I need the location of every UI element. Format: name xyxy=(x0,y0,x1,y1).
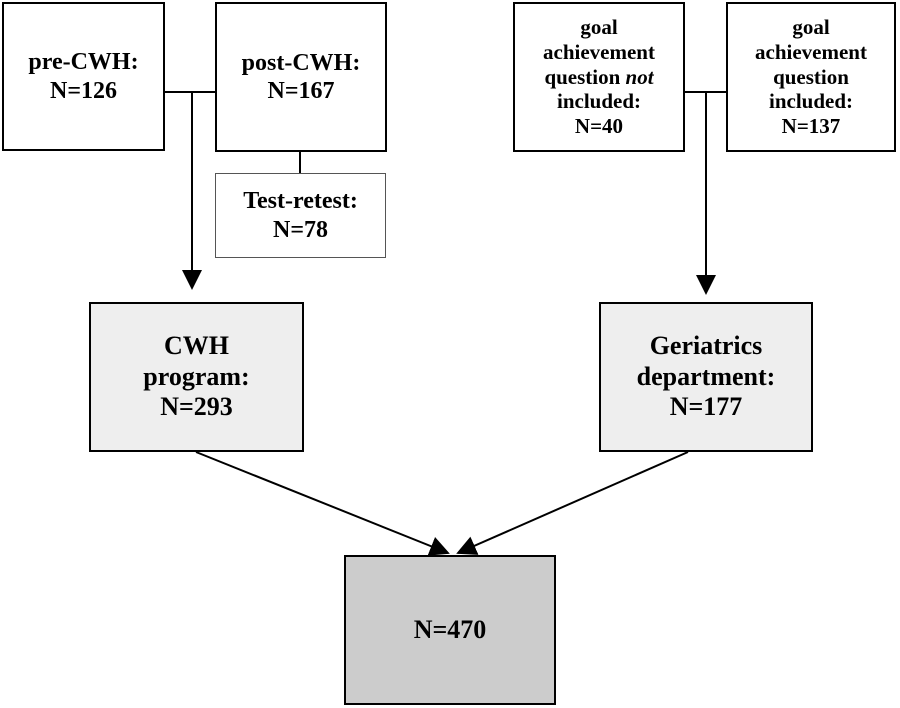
post-cwh-box: post-CWH: N=167 xyxy=(215,2,387,152)
post-cwh-label: post-CWH: xyxy=(241,49,361,76)
goal-inc-line4: included: xyxy=(768,89,854,114)
goal-not-count: N=40 xyxy=(574,114,624,139)
geriatrics-to-total-arrow xyxy=(456,451,689,555)
goal-not-line2: achievement xyxy=(543,39,655,64)
goal-not-line4: included: xyxy=(556,89,642,114)
geriatrics-line1: Geriatrics xyxy=(649,330,763,360)
goal-inc-line3: question xyxy=(773,64,849,89)
total-box: N=470 xyxy=(344,555,556,705)
goal-not-line1: goal xyxy=(580,15,618,40)
pre-cwh-label: pre-CWH: xyxy=(28,49,139,76)
goal-inc-line1: goal xyxy=(792,15,830,40)
total-count: N=470 xyxy=(413,614,487,644)
geriatrics-count: N=177 xyxy=(669,392,743,422)
pre-cwh-box: pre-CWH: N=126 xyxy=(2,2,165,151)
goal-not-emphasis: not xyxy=(625,64,654,89)
geriatrics-line2: department: xyxy=(636,361,776,391)
test-retest-box: Test-retest: N=78 xyxy=(215,173,386,258)
goal-not-included-box: goal achievement question not included: … xyxy=(513,2,685,152)
test-retest-count: N=78 xyxy=(272,216,328,243)
goal-not-line3-question: question xyxy=(544,64,626,89)
cwh-program-line2: program: xyxy=(143,361,250,391)
cwh-program-line1: CWH xyxy=(163,330,229,360)
post-cwh-count: N=167 xyxy=(267,78,335,104)
goal-not-line3: question not xyxy=(543,65,655,90)
goal-inc-line2: achievement xyxy=(755,39,867,64)
geriatrics-box: Geriatrics department: N=177 xyxy=(599,302,813,452)
pre-cwh-count: N=126 xyxy=(49,77,117,104)
test-retest-label: Test-retest: xyxy=(243,188,358,215)
cwh-program-count: N=293 xyxy=(160,392,233,422)
goal-inc-count: N=137 xyxy=(781,114,841,139)
goal-included-box: goal achievement question included: N=13… xyxy=(726,2,896,152)
cwh-to-total-arrow xyxy=(195,451,450,556)
cwh-program-box: CWH program: N=293 xyxy=(89,302,304,452)
